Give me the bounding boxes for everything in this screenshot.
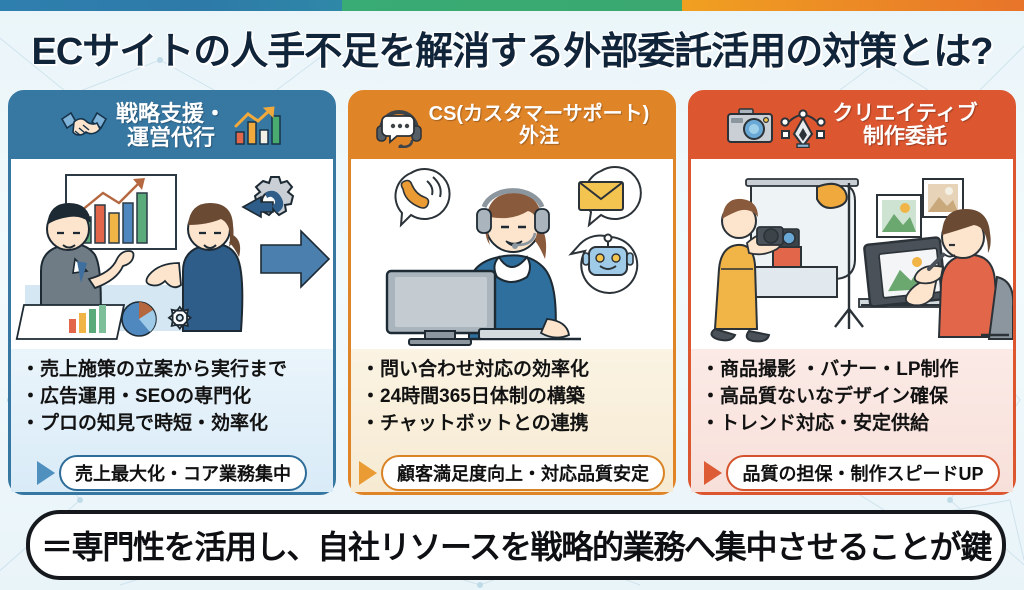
- list-item: ・24時間365日体制の構築: [361, 385, 585, 407]
- card-creative-header: クリエイティブ 制作委託: [691, 93, 1013, 159]
- list-item: ・トレンド対応・安定供給: [701, 412, 930, 434]
- growth-bar-chart-icon: [234, 106, 281, 145]
- list-item: ・売上施策の立案から実行まで: [21, 359, 288, 380]
- list-item: ・チャットボットとの連携: [361, 412, 589, 434]
- cards-row: 戦略支援・ 運営代行: [8, 90, 1016, 495]
- page-title: ECサイトの人手不足を解消する外部委託活用の対策とは?: [31, 31, 993, 73]
- pen-tool-icon: [780, 109, 826, 148]
- top-bar-segment-green: [342, 0, 682, 11]
- conclusion-banner: ＝専門性を活用し、自社リソースを戦略的業務へ集中させることが鍵: [26, 510, 1006, 580]
- handshake-icon: [60, 111, 108, 136]
- badge-strategy: 売上最大化・コア業務集中: [59, 455, 307, 491]
- top-color-bar: [0, 0, 1024, 11]
- badge-strategy-wrap: 売上最大化・コア業務集中: [8, 452, 336, 494]
- card-customer-support: CS(カスタマーサポート) 外注: [348, 90, 676, 495]
- card-strategy-illustration: [11, 159, 333, 349]
- card-strategy-title: 戦略支援・ 運営代行: [115, 101, 226, 150]
- list-item: ・商品撮影 ・バナー・LP制作: [701, 359, 959, 380]
- headset-chat-icon: [375, 110, 422, 148]
- card-customer-support-header: CS(カスタマーサポート) 外注: [351, 93, 673, 159]
- list-item: ・高品質ないなデザイン確保: [701, 385, 949, 407]
- arrow-right-icon: [359, 461, 377, 485]
- card-strategy: 戦略支援・ 運営代行: [8, 90, 336, 495]
- card-creative: クリエイティブ 制作委託: [688, 90, 1016, 495]
- card-creative-title: クリエイティブ 制作委託: [832, 102, 978, 148]
- badge-creative: 品質の担保・制作スピードUP: [726, 455, 1000, 491]
- arrow-right-icon: [37, 461, 55, 485]
- camera-icon: [727, 108, 774, 143]
- top-bar-segment-orange: [681, 0, 1024, 11]
- card-strategy-header: 戦略支援・ 運営代行: [11, 93, 333, 159]
- top-bar-segment-blue: [0, 0, 343, 11]
- conclusion-text: ＝専門性を活用し、自社リソースを戦略的業務へ集中させることが鍵: [40, 529, 992, 565]
- card-customer-support-illustration: [351, 159, 673, 349]
- list-item: ・プロの知見で時短・効率化: [21, 412, 269, 434]
- outcome-badges-row: 売上最大化・コア業務集中 顧客満足度向上・対応品質安定 品質の担保・制作スピード…: [8, 452, 1016, 494]
- card-customer-support-title: CS(カスタマーサポート) 外注: [428, 103, 650, 147]
- badge-customer-support: 顧客満足度向上・対応品質安定: [381, 455, 665, 491]
- list-item: ・問い合わせ対応の効率化: [361, 359, 590, 380]
- badge-customer-support-wrap: 顧客満足度向上・対応品質安定: [348, 452, 676, 494]
- arrow-right-icon: [704, 461, 723, 485]
- card-creative-illustration: [691, 159, 1013, 349]
- badge-creative-wrap: 品質の担保・制作スピードUP: [688, 452, 1016, 494]
- list-item: ・広告運用・SEOの専門化: [21, 385, 252, 407]
